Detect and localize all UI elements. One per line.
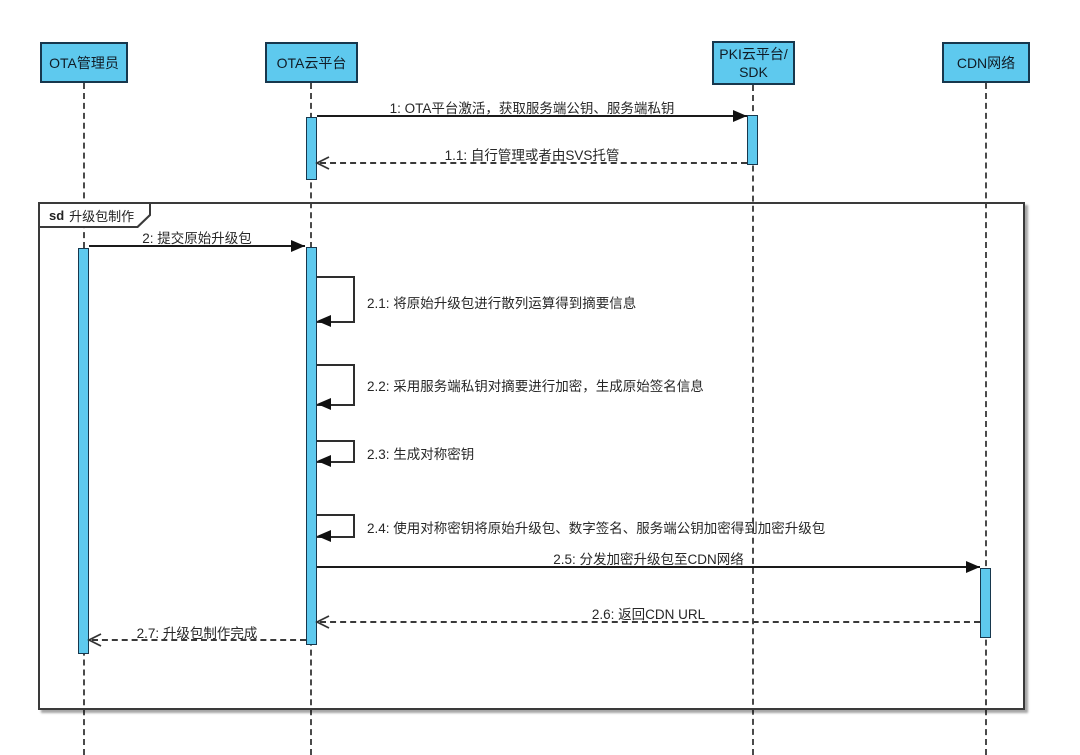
message-1-1-label: 1.1: 自行管理或者由SVS托管	[444, 148, 620, 163]
filled-arrowhead-icon	[733, 110, 747, 122]
frame-keyword: sd	[49, 207, 65, 223]
actor-ota-admin: OTA管理员	[40, 42, 128, 83]
filled-arrowhead-icon	[291, 240, 305, 252]
message-2-2-label: 2.2: 采用服务端私钥对摘要进行加密，生成原始签名信息	[367, 379, 704, 394]
message-2-7-label: 2.7: 升级包制作完成	[136, 626, 258, 641]
actor-cdn-label: CDN网络	[956, 54, 1016, 71]
actor-ota-admin-label: OTA管理员	[49, 54, 119, 71]
actor-pki-label-line2: SDK	[739, 64, 768, 80]
sd-frame-label-pentagon: sd 升级包制作	[38, 202, 151, 228]
message-2-5-label: 2.5: 分发加密升级包至CDN网络	[553, 552, 744, 567]
message-1-label: 1: OTA平台激活，获取服务端公钥、服务端私钥	[389, 101, 675, 116]
sd-frame	[38, 202, 1025, 710]
activation-ota-cloud-1	[306, 117, 317, 180]
message-2-line	[89, 245, 305, 247]
open-arrowhead-icon	[315, 156, 330, 170]
activation-ota-admin	[78, 248, 89, 654]
actor-ota-cloud: OTA云平台	[265, 42, 358, 83]
message-2-7-line	[92, 639, 306, 641]
lifeline-pki	[752, 85, 754, 755]
filled-arrowhead-icon	[317, 398, 331, 410]
activation-cdn	[980, 568, 991, 638]
message-2-label: 2: 提交原始升级包	[142, 231, 252, 246]
message-2-3-self-loop	[317, 440, 355, 463]
frame-title: 升级包制作	[69, 208, 135, 224]
filled-arrowhead-icon	[966, 561, 980, 573]
actor-pki-label-line1: PKI云平台/	[719, 46, 788, 62]
message-2-6-line	[320, 621, 980, 623]
message-2-4-self-loop	[317, 514, 355, 538]
actor-ota-cloud-label: OTA云平台	[276, 54, 347, 71]
message-2-5-line	[317, 566, 980, 568]
message-2-6-label: 2.6: 返回CDN URL	[591, 607, 706, 622]
filled-arrowhead-icon	[317, 530, 331, 542]
message-2-4-label: 2.4: 使用对称密钥将原始升级包、数字签名、服务端公钥加密得到加密升级包	[367, 521, 826, 536]
open-arrowhead-icon	[315, 615, 330, 629]
activation-pki	[747, 115, 758, 165]
filled-arrowhead-icon	[317, 315, 331, 327]
actor-pki: PKI云平台/ SDK	[712, 41, 795, 85]
activation-ota-cloud-2	[306, 247, 317, 645]
open-arrowhead-icon	[87, 633, 102, 647]
message-2-1-label: 2.1: 将原始升级包进行散列运算得到摘要信息	[367, 296, 637, 311]
message-2-1-self-loop	[317, 276, 355, 323]
filled-arrowhead-icon	[317, 455, 331, 467]
message-2-3-label: 2.3: 生成对称密钥	[367, 447, 475, 462]
actor-cdn: CDN网络	[942, 42, 1030, 83]
message-1-line	[317, 115, 747, 117]
message-2-2-self-loop	[317, 364, 355, 406]
message-1-1-line	[320, 162, 747, 164]
lifeline-cdn	[985, 83, 987, 755]
